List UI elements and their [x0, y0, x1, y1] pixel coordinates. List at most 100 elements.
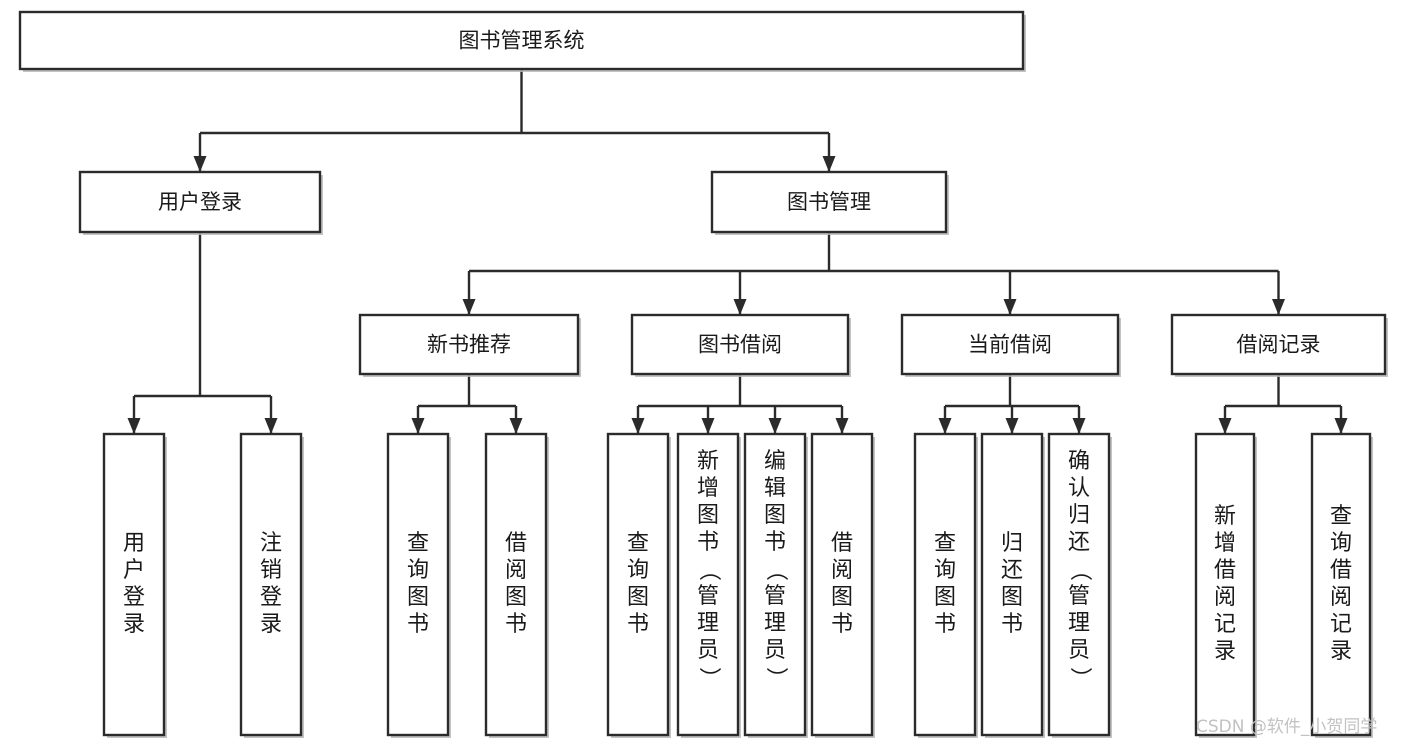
node-rect [1310, 432, 1372, 737]
node-label: 用户登录 [158, 190, 242, 214]
node-label-char: ） [763, 667, 788, 689]
arrow-head [822, 156, 836, 172]
node-label-char: 员 [1068, 638, 1090, 663]
node-label-char: 新 [697, 449, 719, 474]
node-rect [810, 432, 874, 737]
arrow-head [411, 418, 425, 434]
node-label-char: 新 [1214, 504, 1236, 529]
node-label-char: 查 [407, 531, 429, 556]
arrow-head [701, 418, 715, 434]
node-rect [743, 432, 807, 737]
node-label-char: 归 [1068, 503, 1090, 528]
node-label-char: 图 [831, 585, 853, 610]
node-rect [358, 313, 580, 376]
node-user-login[interactable]: 用户登录 [78, 170, 323, 235]
node-label-char: 阅 [1330, 585, 1352, 610]
node-label-char: 录 [123, 612, 145, 637]
node-label-char: ） [1067, 667, 1092, 689]
node-label-char: 还 [1001, 558, 1023, 583]
node-label-char: （ [763, 559, 788, 581]
node-label-char: 书 [1001, 612, 1023, 637]
node-label-char: 借 [831, 531, 853, 556]
node-label-char: 记 [1330, 612, 1352, 637]
node-rect [1194, 432, 1256, 737]
node-book-admin[interactable]: 图书管理 [710, 170, 949, 235]
arrow-head [509, 418, 523, 434]
node-label-char: 书 [407, 612, 429, 637]
node-rect [18, 10, 1025, 71]
node-label-char: 图 [934, 585, 956, 610]
node-label-char: 理 [697, 611, 719, 636]
node-rect [239, 432, 303, 737]
arrow-head [1334, 418, 1348, 434]
node-rect [980, 432, 1044, 737]
node-rect [913, 432, 977, 737]
node-new-book-rec[interactable]: 新书推荐 [358, 313, 581, 377]
node-label-char: 查 [1330, 504, 1352, 529]
arrow-head [733, 299, 747, 315]
node-label: 图书借阅 [698, 333, 782, 357]
node-label-char: 询 [1330, 531, 1352, 556]
node-label-char: 录 [1330, 639, 1352, 664]
node-label-char: 阅 [831, 558, 853, 583]
node-rect [102, 432, 166, 737]
node-label-char: 管 [764, 584, 786, 609]
node-borrow-record[interactable]: 借阅记录 [1170, 313, 1388, 377]
node-label-char: 借 [505, 531, 527, 556]
node-label-char: 理 [1068, 611, 1090, 636]
node-label-char: 借 [1214, 558, 1236, 583]
arrow-head [127, 418, 141, 434]
node-label-char: 员 [764, 638, 786, 663]
node-label-char: 阅 [505, 558, 527, 583]
arrow-head [264, 418, 278, 434]
node-label: 当前借阅 [968, 333, 1052, 357]
node-label: 图书管理系统 [459, 29, 585, 53]
node-rect [676, 432, 740, 737]
node-label-char: 录 [260, 612, 282, 637]
node-label-char: 记 [1214, 612, 1236, 637]
node-rect [900, 313, 1120, 376]
node-rect [1047, 432, 1111, 737]
node-label-char: 图 [407, 585, 429, 610]
node-label-char: ） [696, 667, 721, 689]
node-label-char: 图 [697, 503, 719, 528]
node-label-char: 图 [764, 503, 786, 528]
node-root[interactable]: 图书管理系统 [18, 10, 1026, 72]
node-current-borrow[interactable]: 当前借阅 [900, 313, 1121, 377]
arrow-head [1003, 299, 1017, 315]
node-label-char: 图 [1001, 585, 1023, 610]
csdn-watermark: CSDN @软件_小贺同学 [1196, 717, 1377, 737]
node-label-char: 确 [1068, 449, 1090, 474]
node-leaf-user-login[interactable]: 用户登录 [102, 432, 167, 738]
watermark-layer: CSDN @软件_小贺同学 [1196, 717, 1377, 737]
node-label: 新书推荐 [427, 333, 511, 357]
arrow-head [631, 418, 645, 434]
node-label-char: 登 [123, 585, 145, 610]
arrow-head [1072, 418, 1086, 434]
node-label-char: 用 [123, 531, 145, 556]
node-label-char: 图 [505, 585, 527, 610]
node-label-char: 书 [831, 612, 853, 637]
node-rect [1170, 313, 1387, 376]
node-rect [386, 432, 450, 737]
node-label-char: 借 [1330, 558, 1352, 583]
node-label-char: （ [696, 559, 721, 581]
node-label-char: 增 [1214, 531, 1236, 556]
node-label-char: 注 [260, 531, 282, 556]
node-label-char: 书 [764, 530, 786, 555]
node-book-borrow[interactable]: 图书借阅 [630, 313, 851, 377]
node-label-char: 增 [697, 476, 719, 501]
